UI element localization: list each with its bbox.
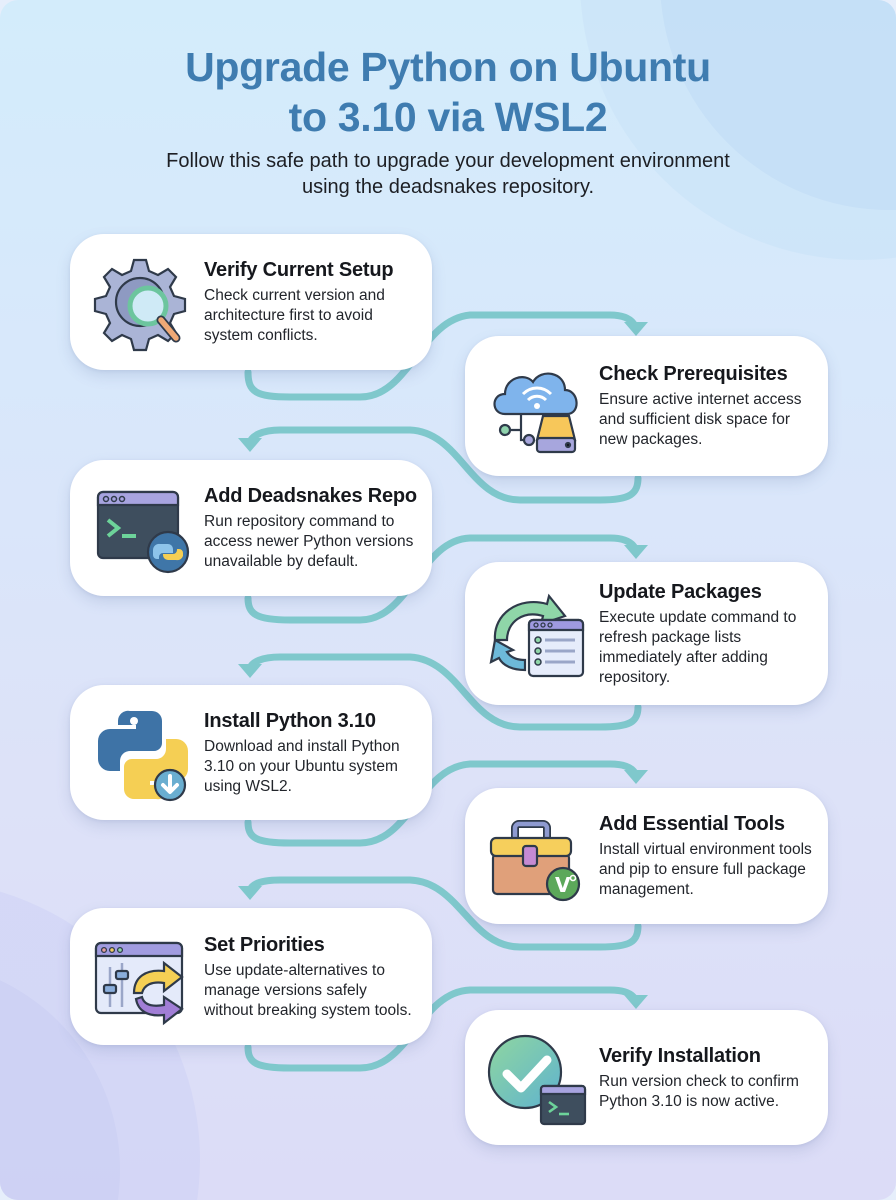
step-title: Add Essential Tools [599, 813, 785, 835]
step-card-update-packages: Update Packages Execute update command t… [465, 562, 828, 705]
step-description: Run repository command to access newer P… [204, 513, 414, 570]
sliders-swap-icon [90, 927, 194, 1027]
subtitle-line-1: Follow this safe path to upgrade your de… [166, 150, 730, 172]
arrowhead-icon [624, 322, 648, 336]
subtitle-line-2: using the deadsnakes repository. [301, 176, 595, 198]
step-description: Download and install Python 3.10 on your… [204, 737, 400, 795]
step-description: Install virtual environment tools and pi… [599, 841, 812, 898]
terminal-python-icon [90, 478, 194, 578]
step-title: Add Deadsnakes Repo [204, 485, 417, 507]
arrowhead-icon [238, 886, 262, 900]
step-card-verify-installation: Verify Installation Run version check to… [465, 1010, 828, 1145]
title-line-1: Upgrade Python on Ubuntu [185, 44, 711, 90]
python-download-icon [90, 703, 194, 803]
page-subtitle: Follow this safe path to upgrade your de… [0, 148, 896, 200]
arrowhead-icon [624, 545, 648, 559]
step-description: Run version check to confirm Python 3.10… [599, 1072, 799, 1110]
step-card-add-essential-tools: V Add Essential Tools Install virtual en… [465, 788, 828, 924]
step-title: Set Priorities [204, 933, 325, 956]
step-card-install-python: Install Python 3.10 Download and install… [70, 685, 432, 820]
step-title: Update Packages [599, 580, 762, 603]
step-description: Use update-alternatives to manage versio… [204, 961, 412, 1019]
gear-magnifier-icon [90, 252, 194, 352]
step-card-check-prerequisites: Check Prerequisites Ensure active intern… [465, 336, 828, 476]
step-card-add-deadsnakes-repo: Add Deadsnakes Repo Run repository comma… [70, 460, 432, 596]
arrowhead-icon [238, 438, 262, 452]
step-description: Ensure active internet access and suffic… [599, 391, 802, 448]
arrowhead-icon [238, 664, 262, 678]
step-title: Verify Current Setup [204, 259, 394, 281]
refresh-list-icon [485, 584, 589, 684]
step-description: Check current version and architecture f… [204, 287, 385, 344]
step-title: Check Prerequisites [599, 363, 788, 385]
step-title: Install Python 3.10 [204, 709, 376, 732]
check-terminal-icon [485, 1028, 589, 1128]
arrowhead-icon [624, 770, 648, 784]
title-line-2: to 3.10 via WSL2 [288, 94, 608, 140]
toolbox-venv-icon: V [485, 806, 589, 906]
step-title: Verify Installation [599, 1044, 761, 1067]
step-card-verify-current-setup: Verify Current Setup Check current versi… [70, 234, 432, 370]
arrowhead-icon [624, 995, 648, 1009]
cloud-disk-icon [485, 356, 589, 456]
step-description: Execute update command to refresh packag… [599, 608, 797, 686]
page-title: Upgrade Python on Ubuntu to 3.10 via WSL… [0, 42, 896, 142]
step-card-set-priorities: Set Priorities Use update-alternatives t… [70, 908, 432, 1045]
svg-text:V: V [555, 873, 571, 897]
